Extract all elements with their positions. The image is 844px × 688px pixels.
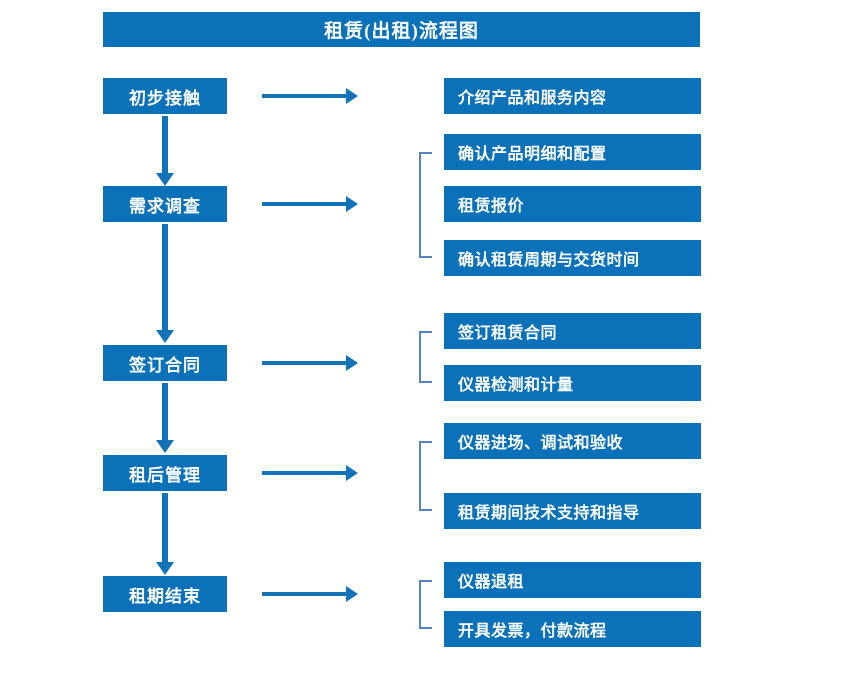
right-arrow-icon	[262, 88, 358, 104]
group-bracket	[419, 580, 432, 629]
detail-box[interactable]: 仪器检测和计量	[444, 365, 701, 401]
detail-box[interactable]: 仪器进场、调试和验收	[444, 423, 701, 459]
right-arrow-icon	[262, 586, 358, 602]
down-arrow-icon	[156, 383, 174, 453]
stage-box[interactable]: 签订合同	[103, 345, 227, 381]
stage-box[interactable]: 初步接触	[103, 78, 227, 114]
page-title: 租赁(出租)流程图	[103, 12, 700, 47]
down-arrow-icon	[156, 116, 174, 186]
group-bracket	[419, 152, 432, 258]
detail-box[interactable]: 确认租赁周期与交货时间	[444, 240, 701, 276]
down-arrow-icon	[156, 224, 174, 343]
detail-box[interactable]: 确认产品明细和配置	[444, 134, 701, 170]
detail-box[interactable]: 开具发票，付款流程	[444, 611, 701, 647]
detail-box[interactable]: 仪器退租	[444, 562, 701, 598]
right-arrow-icon	[262, 355, 358, 371]
stage-box[interactable]: 租期结束	[103, 576, 227, 612]
detail-box[interactable]: 租赁报价	[444, 186, 701, 222]
group-bracket	[419, 441, 432, 511]
right-arrow-icon	[262, 465, 358, 481]
detail-box[interactable]: 租赁期间技术支持和指导	[444, 493, 701, 529]
group-bracket	[419, 331, 432, 383]
right-arrow-icon	[262, 196, 358, 212]
stage-box[interactable]: 租后管理	[103, 455, 227, 491]
detail-box[interactable]: 介绍产品和服务内容	[444, 78, 701, 114]
stage-box[interactable]: 需求调查	[103, 186, 227, 222]
down-arrow-icon	[156, 493, 174, 575]
detail-box[interactable]: 签订租赁合同	[444, 313, 701, 349]
